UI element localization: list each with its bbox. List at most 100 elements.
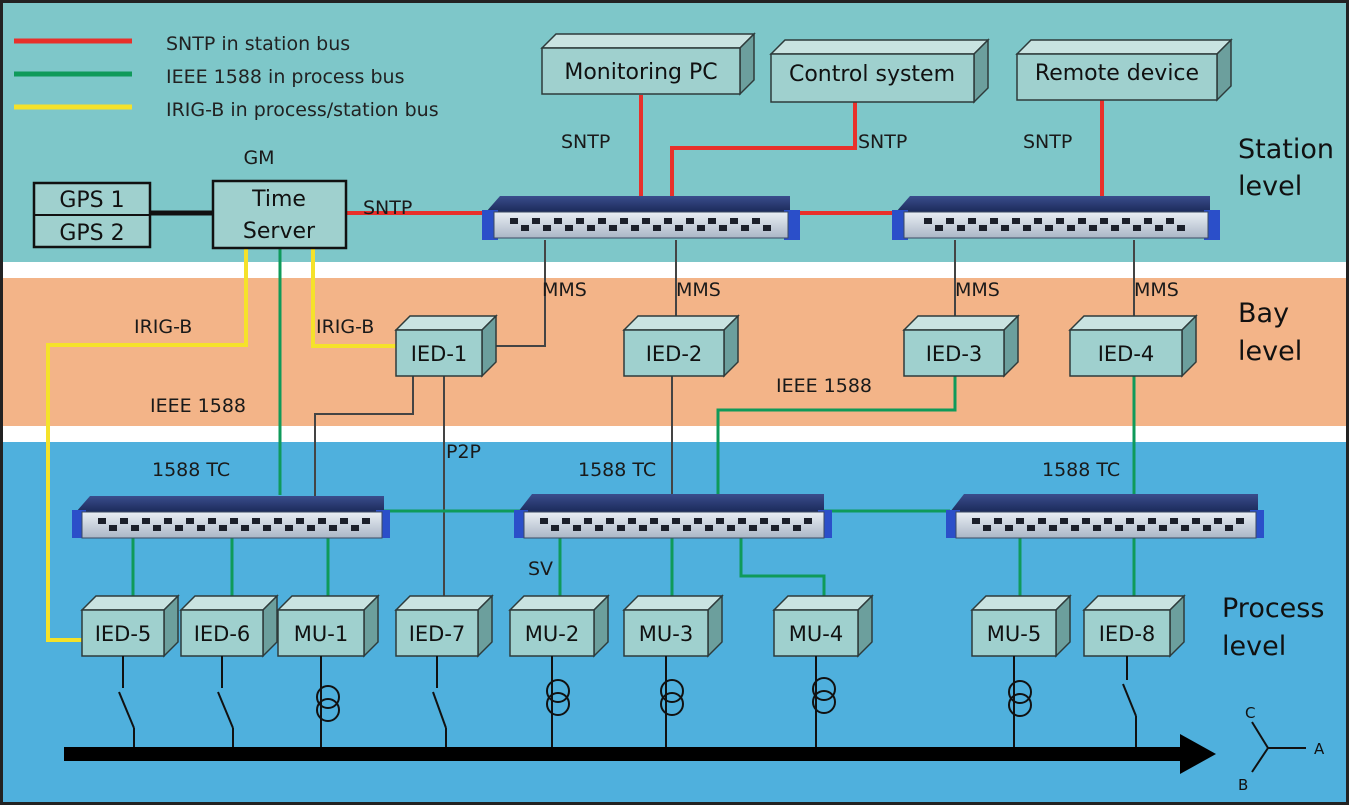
process-level-label: Process [1222, 593, 1324, 624]
ied-2-box[interactable]: IED-2 [622, 314, 740, 378]
switch-port [650, 518, 658, 524]
busbar-arrow [64, 734, 1216, 774]
ied-2-label: IED-2 [646, 342, 703, 366]
mu-2-label: MU-2 [525, 622, 579, 646]
gm-label: GM [243, 147, 274, 169]
switch-port [362, 518, 370, 524]
three-phase-symbol [1251, 721, 1306, 773]
ied-4-box[interactable]: IED-4 [1068, 314, 1198, 378]
switch-port [694, 518, 702, 524]
irigb-link [311, 248, 398, 348]
switch-port [763, 225, 771, 231]
monitoring-pc-box[interactable]: Monitoring PC [540, 32, 756, 96]
switch-port [565, 225, 573, 231]
switch-port [98, 518, 106, 524]
switch-port [1005, 525, 1013, 531]
mu-1-label: MU-1 [294, 622, 348, 646]
mu-5-box[interactable]: MU-5 [970, 594, 1072, 658]
switch-port [120, 518, 128, 524]
ied-1-box[interactable]: IED-1 [394, 314, 498, 378]
monitoring-pc-label: Monitoring PC [564, 60, 717, 85]
breaker-symbol [432, 656, 447, 748]
irigb-label-left: IRIG-B [134, 316, 192, 338]
switch-port [1093, 525, 1101, 531]
switch-port [274, 518, 282, 524]
ied-3-box[interactable]: IED-3 [902, 314, 1020, 378]
gps-box[interactable]: GPS 1 GPS 2 [32, 181, 152, 249]
switch-port [598, 218, 606, 224]
switch-port [793, 525, 801, 531]
control-system-box[interactable]: Control system [769, 38, 990, 104]
switch-port [1049, 525, 1057, 531]
ied-7-box[interactable]: IED-7 [394, 594, 494, 658]
time-server-box[interactable]: Time Server [211, 179, 348, 250]
switch-port [1192, 518, 1200, 524]
switch-port [230, 518, 238, 524]
switch-port [142, 518, 150, 524]
legend-label-ieee1588: IEEE 1588 in process bus [166, 66, 404, 88]
switch-port [990, 218, 998, 224]
ieee1588-link [716, 376, 957, 495]
station-level-label-2: level [1238, 171, 1302, 202]
process-switch-3[interactable] [946, 494, 1264, 539]
remote-device-label: Remote device [1035, 61, 1199, 86]
switch-port [540, 518, 548, 524]
current-transformer-symbol [546, 656, 570, 748]
switch-port [1038, 518, 1046, 524]
switch-port [1137, 525, 1145, 531]
switch-port [752, 218, 760, 224]
station-switch-1[interactable] [482, 196, 800, 240]
switch-port [983, 525, 991, 531]
switch-port [263, 525, 271, 531]
switch-port [1166, 218, 1174, 224]
process-switch-2[interactable] [514, 494, 832, 539]
switch-port [1111, 225, 1119, 231]
process-level-label-2: level [1222, 631, 1286, 662]
mu-4-box[interactable]: MU-4 [772, 594, 874, 658]
station-switch-2[interactable] [892, 196, 1220, 240]
process-switch-1[interactable] [72, 496, 390, 539]
mu-3-box[interactable]: MU-3 [622, 594, 724, 658]
switch-port [653, 225, 661, 231]
ied-6-box[interactable]: IED-6 [179, 594, 279, 658]
sntp-label-timeserver: SNTP [363, 197, 412, 219]
sntp-label-monitoring: SNTP [561, 131, 610, 153]
switch-port [664, 218, 672, 224]
mms-label-ied2: MMS [676, 279, 721, 301]
mu-2-box[interactable]: MU-2 [508, 594, 610, 658]
switch-port [1170, 518, 1178, 524]
ied1-switch-link [314, 376, 414, 498]
switch-port [705, 525, 713, 531]
gps-2-label: GPS 2 [59, 221, 124, 246]
remote-device-box[interactable]: Remote device [1015, 38, 1233, 102]
switch-port [957, 225, 965, 231]
switch-port [924, 218, 932, 224]
ied-5-box[interactable]: IED-5 [80, 594, 180, 658]
phase-b-label: B [1238, 776, 1248, 794]
switch-port [1012, 218, 1020, 224]
p2p-label: P2P [446, 441, 481, 463]
phase-a-label: A [1314, 740, 1325, 758]
switch-port [727, 525, 735, 531]
switch-port [697, 225, 705, 231]
switch-port [1034, 218, 1042, 224]
ieee1588-label-left: IEEE 1588 [150, 395, 246, 417]
mu-1-box[interactable]: MU-1 [276, 594, 380, 658]
mu-3-label: MU-3 [639, 622, 693, 646]
time-server-label-2: Server [243, 219, 316, 244]
ied-8-box[interactable]: IED-8 [1082, 594, 1186, 658]
ied-3-label: IED-3 [926, 342, 983, 366]
sv-label: SV [528, 558, 553, 580]
sntp-link [670, 102, 857, 196]
switch-port [741, 225, 749, 231]
switch-port [241, 525, 249, 531]
switch-port [972, 518, 980, 524]
switch-port [631, 225, 639, 231]
switch-port [1225, 525, 1233, 531]
switch-port [935, 225, 943, 231]
ied-4-label: IED-4 [1098, 342, 1155, 366]
bay-level-label: Bay [1238, 298, 1289, 329]
tc-label-3: 1588 TC [1042, 459, 1120, 481]
switch-port [175, 525, 183, 531]
breaker-symbol [118, 656, 135, 748]
